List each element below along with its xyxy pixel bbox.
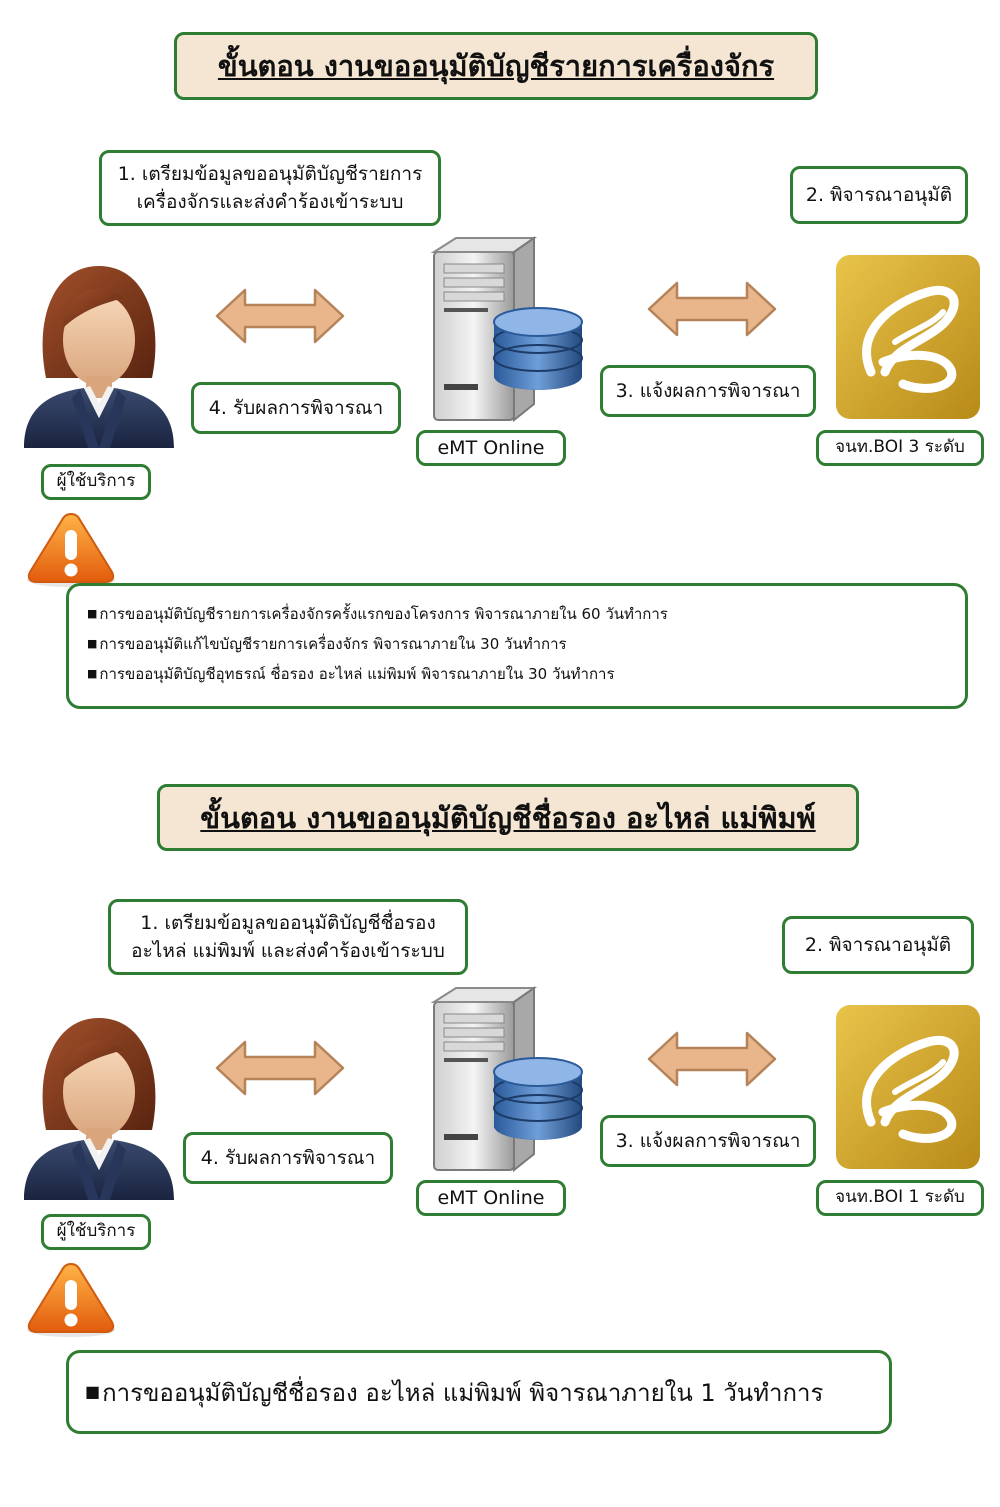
section2-title: ขั้นตอน งานขออนุมัติบัญชีชื่อรอง อะไหล่ … [157,784,859,851]
section1-title: ขั้นตอน งานขออนุมัติบัญชีรายการเครื่องจั… [174,32,818,100]
section1-step1-box: 1. เตรียมข้อมูลขออนุมัติบัญชีรายการ เครื… [99,150,441,226]
section1-note-text: การขออนุมัติบัญชีรายการเครื่องจักรครั้งแ… [99,605,668,623]
server-database-icon [426,234,586,424]
section1-system-text: eMT Online [437,436,545,459]
server-database-icon [426,984,586,1174]
section1-note-item: ■การขออนุมัติบัญชีอุทธรณ์ ชื่อรอง อะไหล่… [87,659,965,689]
section1-user-label: ผู้ใช้บริการ [41,464,151,500]
boi-logo-icon [833,1002,983,1172]
section1-notes-box: ■การขออนุมัติบัญชีรายการเครื่องจักรครั้ง… [66,583,968,709]
section2-note-text: การขออนุมัติบัญชีชื่อรอง อะไหล่ แม่พิมพ์… [102,1378,824,1407]
section1-title-text: ขั้นตอน งานขออนุมัติบัญชีรายการเครื่องจั… [217,49,775,83]
section1-system-label: eMT Online [416,430,566,466]
section2-note-item: ■การขออนุมัติบัญชีชื่อรอง อะไหล่ แม่พิมพ… [85,1373,823,1412]
section2-step3-text: 3. แจ้งผลการพิจารณา [615,1129,801,1152]
section1-step1-line2: เครื่องจักรและส่งคำร้องเข้าระบบ [136,191,404,213]
warning-icon [24,510,118,588]
section1-note-item: ■การขออนุมัติบัญชีรายการเครื่องจักรครั้ง… [87,599,965,629]
user-avatar-icon [24,258,174,448]
section1-step4-box: 4. รับผลการพิจารณา [191,382,401,434]
section2-step2-box: 2. พิจารณาอนุมัติ [782,916,974,974]
section2-title-text: ขั้นตอน งานขออนุมัติบัญชีชื่อรอง อะไหล่ … [200,800,816,835]
warning-icon [24,1260,118,1338]
double-arrow-icon [215,288,345,344]
section2-officer-label: จนท.BOI 1 ระดับ [816,1180,984,1216]
section2-notes-box: ■การขออนุมัติบัญชีชื่อรอง อะไหล่ แม่พิมพ… [66,1350,892,1434]
user-avatar-icon [24,1010,174,1200]
section2-step3-box: 3. แจ้งผลการพิจารณา [600,1115,816,1167]
section1-step2-text: 2. พิจารณาอนุมัติ [805,183,953,206]
double-arrow-icon [647,281,777,337]
section2-step1-line1: 1. เตรียมข้อมูลขออนุมัติบัญชีชื่อรอง [140,911,436,934]
section2-step1-box: 1. เตรียมข้อมูลขออนุมัติบัญชีชื่อรอง อะไ… [108,899,468,975]
section1-note-text: การขออนุมัติแก้ไขบัญชีรายการเครื่องจักร … [99,635,567,653]
section2-step1-line2: อะไหล่ แม่พิมพ์ และส่งคำร้องเข้าระบบ [131,940,445,962]
bullet-icon: ■ [87,607,98,620]
section1-note-item: ■การขออนุมัติแก้ไขบัญชีรายการเครื่องจักร… [87,629,965,659]
bullet-icon: ■ [85,1381,101,1401]
section2-user-label: ผู้ใช้บริการ [41,1214,151,1250]
section1-step4-text: 4. รับผลการพิจารณา [208,396,384,419]
section2-step4-box: 4. รับผลการพิจารณา [183,1132,393,1184]
section1-officer-label: จนท.BOI 3 ระดับ [816,430,984,466]
section1-step3-text: 3. แจ้งผลการพิจารณา [615,379,801,402]
section2-step2-text: 2. พิจารณาอนุมัติ [804,933,952,956]
bullet-icon: ■ [87,637,98,650]
double-arrow-icon [215,1040,345,1096]
section1-officer-text: จนท.BOI 3 ระดับ [835,437,965,458]
section1-step2-box: 2. พิจารณาอนุมัติ [790,166,968,224]
bullet-icon: ■ [87,667,98,680]
section2-officer-text: จนท.BOI 1 ระดับ [835,1187,965,1208]
section2-user-text: ผู้ใช้บริการ [56,1221,136,1242]
section1-note-text: การขออนุมัติบัญชีอุทธรณ์ ชื่อรอง อะไหล่ … [99,665,615,683]
section1-user-text: ผู้ใช้บริการ [56,471,136,492]
section1-step3-box: 3. แจ้งผลการพิจารณา [600,365,816,417]
section2-system-text: eMT Online [437,1186,545,1209]
section2-system-label: eMT Online [416,1180,566,1216]
double-arrow-icon [647,1031,777,1087]
boi-logo-icon [833,252,983,422]
section1-step1-line1: 1. เตรียมข้อมูลขออนุมัติบัญชีรายการ [117,162,423,185]
section2-step4-text: 4. รับผลการพิจารณา [200,1146,376,1169]
